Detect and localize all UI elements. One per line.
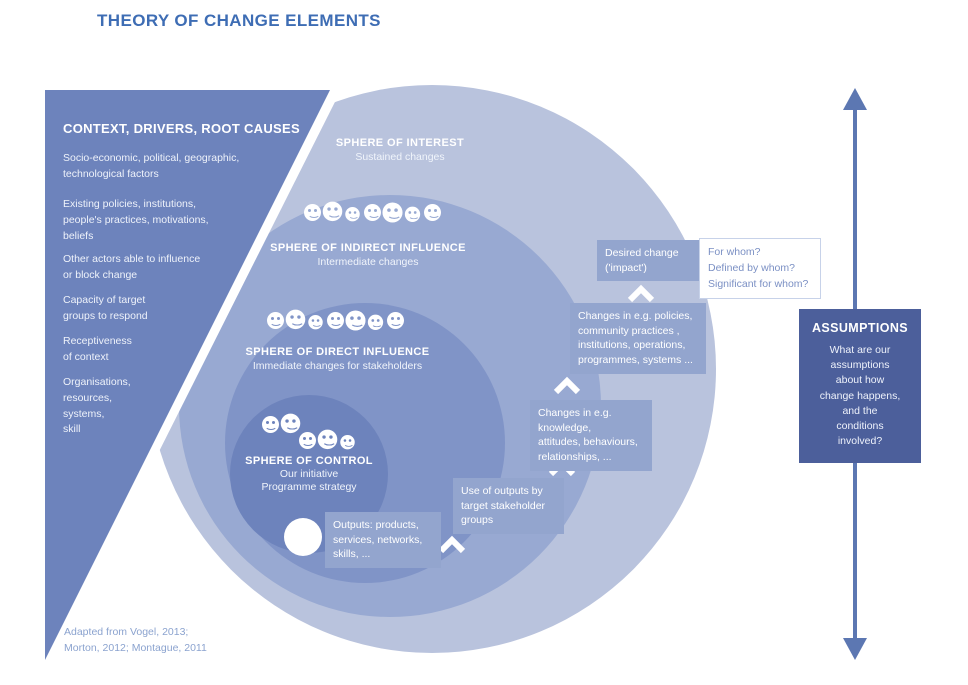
step-desired-change: Desired change ('impact'): [597, 240, 701, 282]
sphere-of-indirect-influence-label-group: SPHERE OF INDIRECT INFLUENCE Intermediat…: [258, 242, 478, 268]
sphere-of-interest-label-group: SPHERE OF INTEREST Sustained changes: [290, 137, 510, 163]
impact-question: Significant for whom?: [708, 277, 809, 290]
sphere-of-direct-influence-sublabel: Immediate changes for stakeholders: [252, 360, 423, 372]
sphere-of-control-sublabel-1: Our initiative: [279, 468, 339, 480]
impact-question: Defined by whom?: [708, 261, 795, 274]
impact-question: For whom?: [708, 246, 761, 258]
step-changes-knowledge: Changes in e.g. knowledge, attitudes, be…: [530, 400, 652, 471]
context-panel-heading: CONTEXT, DRIVERS, ROOT CAUSES: [63, 121, 300, 136]
smiley-face-icon: [304, 204, 321, 221]
step-use-of-outputs: Use of outputs by target stakeholder gro…: [453, 478, 564, 535]
context-item: Socio-economic, political, geographic, t…: [63, 152, 240, 180]
smiley-face-icon: [322, 201, 343, 222]
smiley-face-icon: [339, 434, 355, 450]
chevron-up-icon: [627, 284, 655, 303]
smiley-face-icon: [386, 312, 404, 329]
sphere-of-control-label-group: SPHERE OF CONTROL Our initiative Program…: [219, 455, 399, 493]
chevron-up-icon: [438, 535, 466, 554]
smiley-face-icon: [326, 312, 344, 329]
smiley-face-icon: [261, 416, 279, 433]
smiley-face-icon: [298, 432, 316, 449]
stakeholder-faces-control-bottom: [294, 429, 360, 450]
assumptions-body: What are our assumptions about how chang…: [819, 344, 901, 448]
context-triangle: [45, 90, 330, 660]
chevron-up-icon: [553, 376, 581, 395]
sphere-of-indirect-influence-sublabel: Intermediate changes: [317, 256, 419, 268]
assumptions-box: ASSUMPTIONS What are our assumptions abo…: [799, 309, 921, 463]
stakeholder-faces-control-top: [258, 413, 302, 434]
sphere-of-direct-influence-label: SPHERE OF DIRECT INFLUENCE: [245, 346, 430, 358]
arrow-head-top-icon: [843, 88, 867, 110]
context-item: Organisations, resources, systems, skill: [63, 376, 131, 436]
smiley-face-icon: [364, 204, 381, 221]
smiley-face-icon: [344, 310, 366, 331]
page-title: THEORY OF CHANGE ELEMENTS: [97, 11, 381, 30]
sphere-of-direct-influence-label-group: SPHERE OF DIRECT INFLUENCE Immediate cha…: [225, 346, 450, 372]
context-item: Receptiveness of context: [63, 335, 132, 363]
context-item: Other actors able to influence or block …: [63, 253, 201, 281]
step-outputs: Outputs: products, services, networks, s…: [325, 512, 441, 569]
sphere-of-interest-label: SPHERE OF INTEREST: [335, 137, 465, 149]
sphere-of-control-label: SPHERE OF CONTROL: [245, 455, 373, 467]
step-changes-policies: Changes in e.g. policies, community prac…: [570, 303, 706, 374]
speech-bubble: [284, 518, 322, 556]
context-item: Capacity of target groups to respond: [63, 294, 148, 322]
sphere-of-interest-sublabel: Sustained changes: [355, 151, 445, 163]
assumptions-heading: ASSUMPTIONS: [811, 321, 909, 335]
smiley-face-icon: [345, 206, 360, 222]
sphere-of-control-sublabel-2: Programme strategy: [261, 481, 357, 493]
smiley-face-icon: [280, 413, 300, 434]
attribution-text: Adapted from Vogel, 2013; Morton, 2012; …: [64, 626, 207, 654]
smiley-face-icon: [266, 312, 284, 329]
smiley-face-icon: [424, 204, 441, 221]
smiley-face-icon: [382, 202, 403, 223]
smiley-face-icon: [307, 314, 323, 330]
smiley-face-icon: [404, 206, 421, 222]
stakeholder-faces-indirect: [290, 201, 455, 223]
impact-questions-box: For whom? Defined by whom? Significant f…: [699, 238, 821, 300]
sphere-of-indirect-influence-label: SPHERE OF INDIRECT INFLUENCE: [270, 242, 466, 254]
arrow-head-bottom-icon: [843, 638, 867, 660]
context-item: Existing policies, institutions, people'…: [63, 198, 209, 242]
smiley-face-icon: [367, 314, 383, 330]
stakeholder-faces-direct: [256, 309, 414, 331]
smiley-face-icon: [317, 429, 337, 450]
smiley-face-icon: [285, 309, 305, 330]
